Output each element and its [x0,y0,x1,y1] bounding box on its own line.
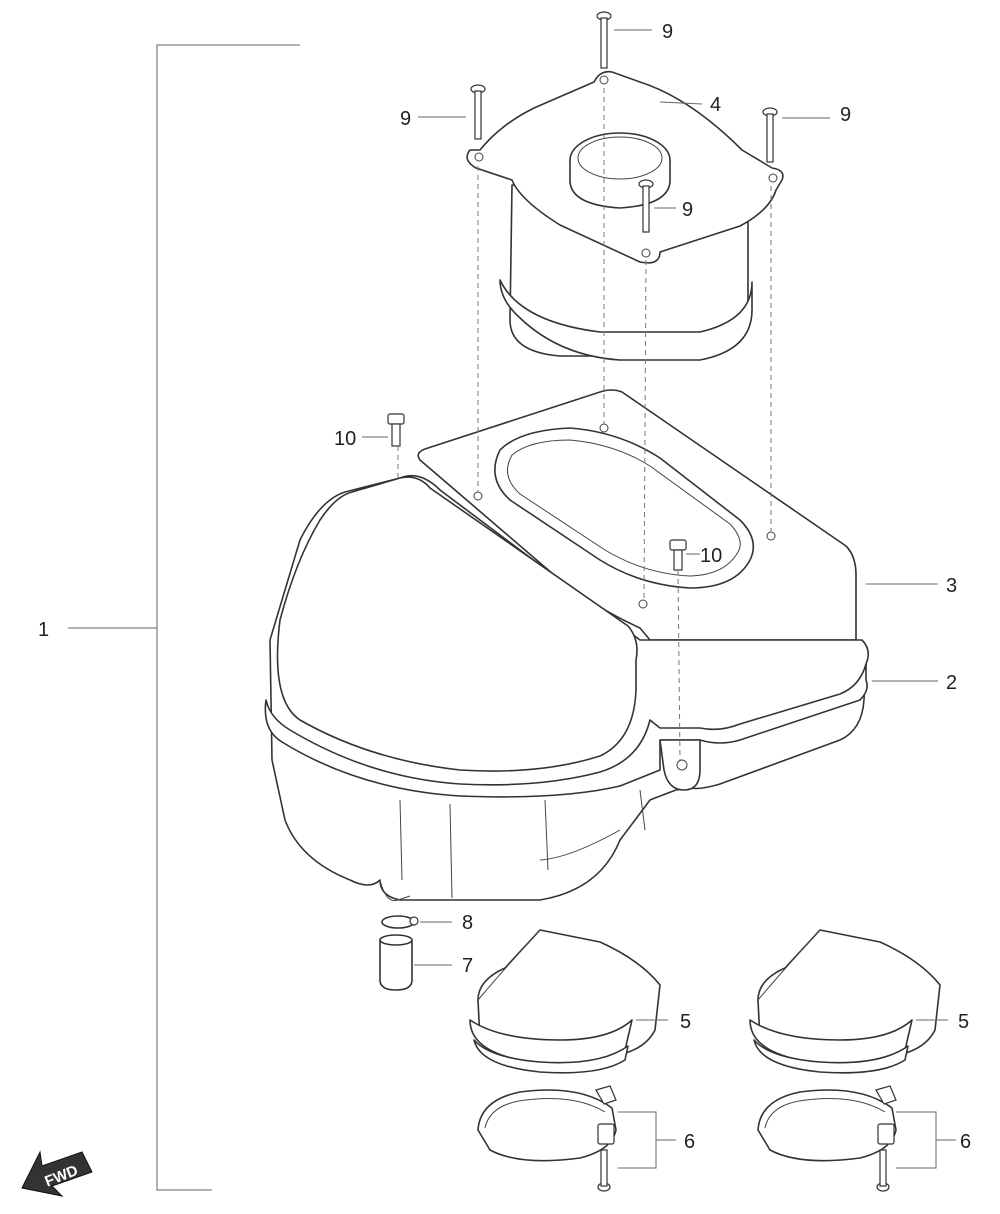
callout-6-right: 6 [960,1131,971,1153]
air-cleaner-cover [417,389,857,641]
screws-9 [470,11,778,233]
callout-9-right: 9 [840,104,851,126]
callout-5-right: 5 [958,1011,969,1033]
screw-left [470,84,486,140]
hose-clamp-left [477,1085,617,1192]
callout-3: 3 [946,575,957,597]
fwd-badge: FWD [21,1150,93,1197]
fwd-arrow-icon [21,1150,93,1197]
intake-duct-left [469,929,661,1074]
assembly-bracket [68,44,300,1191]
bolt-right [669,539,687,571]
callout-9-top: 9 [662,21,673,43]
callout-9-center: 9 [682,199,693,221]
callout-6-left: 6 [684,1131,695,1153]
callout-2: 2 [946,672,957,694]
callout-4: 4 [710,94,721,116]
callout-10-left: 10 [334,428,356,450]
callout-labels: 1 2 3 4 5 5 6 6 7 8 9 9 9 9 10 10 [38,21,971,1153]
bolts-10 [387,413,687,571]
alignment-lines [397,88,772,761]
callout-1: 1 [38,619,49,641]
filter-element [466,70,784,361]
drain-clip [381,915,419,929]
leader-lines [362,29,956,1169]
callout-5-left: 5 [680,1011,691,1033]
screw-center [638,179,654,233]
screw-right [762,107,778,163]
callout-7: 7 [462,955,473,977]
callout-9-left: 9 [400,108,411,130]
hose-clamp-right [757,1085,897,1192]
drain-hose [379,934,413,991]
air-cleaner-case [264,474,870,902]
callout-8: 8 [462,912,473,934]
intake-duct-right [749,929,941,1074]
screw-top [596,11,612,69]
bolt-left [387,413,405,447]
callout-10-right: 10 [700,545,722,567]
